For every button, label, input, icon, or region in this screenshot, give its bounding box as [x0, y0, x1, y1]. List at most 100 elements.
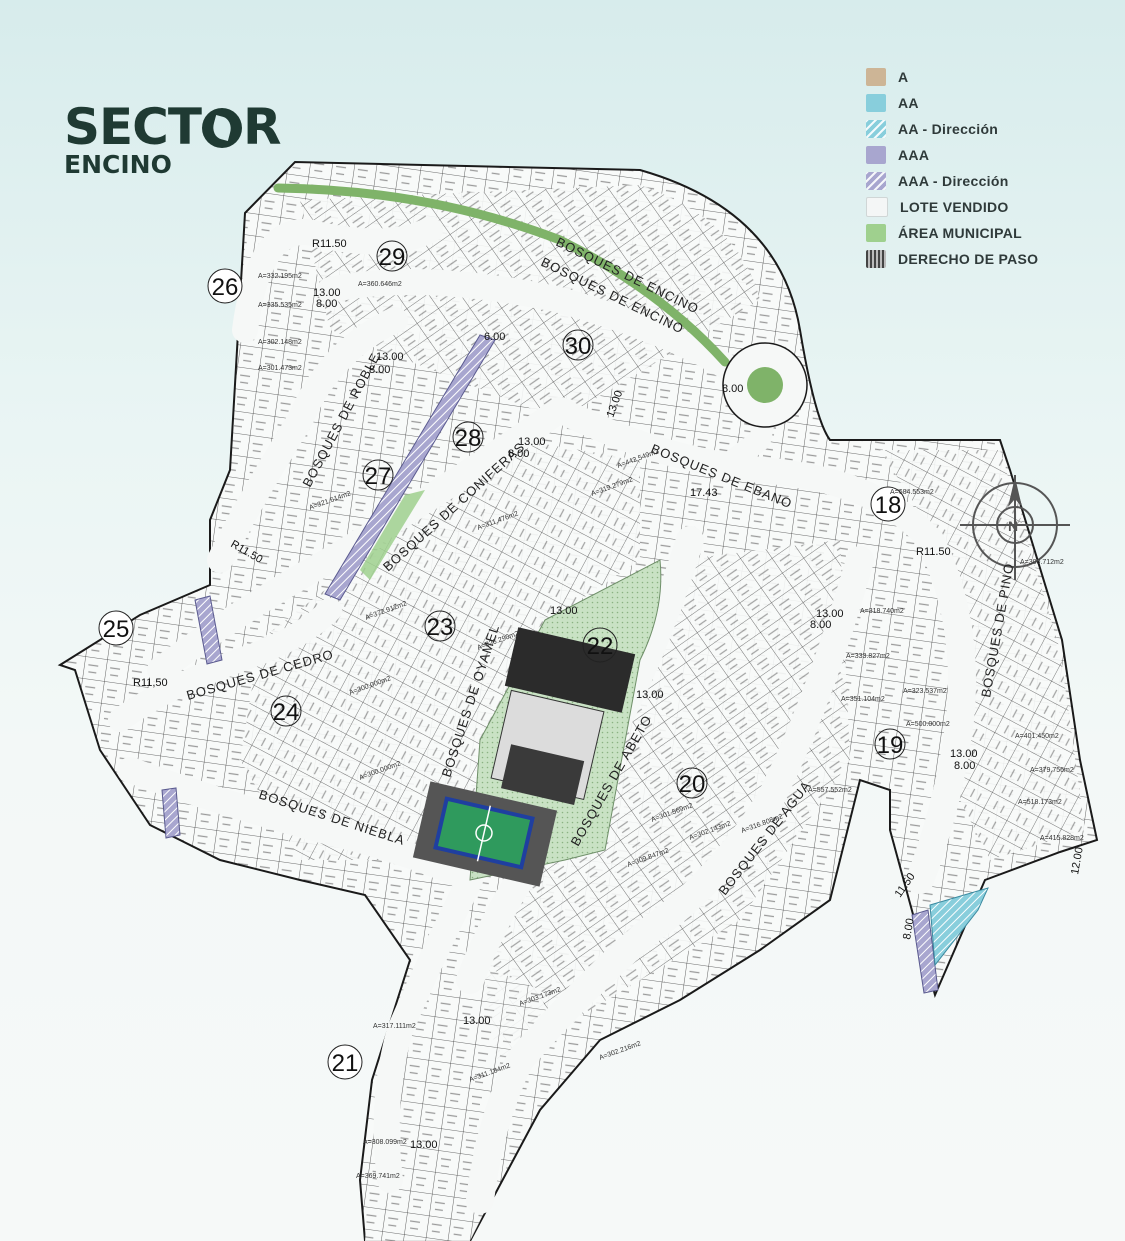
legend-label: AA — [898, 95, 919, 111]
lot-area-label: A=302.148m2 — [258, 339, 302, 346]
legend-item: AAA - Dirección — [866, 168, 1038, 194]
dim: 13.00 — [463, 1015, 491, 1027]
svg-text:24: 24 — [273, 699, 300, 726]
svg-text:26: 26 — [212, 274, 239, 301]
svg-text:21: 21 — [332, 1050, 359, 1077]
north-compass-icon: N — [960, 475, 1070, 580]
dim: 13.00 — [636, 689, 664, 701]
municipal-strip — [273, 183, 730, 367]
lot-area-label: A=518.173m2 — [1018, 799, 1062, 806]
dim: 13.00 — [816, 608, 844, 620]
lot-area-label: A=302.216m2 — [598, 1040, 642, 1062]
dim: 17.43 — [690, 487, 718, 499]
dim: 8.00 — [901, 917, 917, 940]
roads — [108, 217, 976, 1214]
lots-south — [365, 960, 560, 1241]
legend-item: A — [866, 64, 1038, 90]
building-22 — [504, 627, 636, 713]
lot-area-label: A=684.553m2 — [890, 489, 934, 496]
lot-area-label: A=318.740m2 — [860, 608, 904, 615]
svg-text:20: 20 — [679, 771, 706, 798]
svg-text:23: 23 — [427, 614, 454, 641]
block-24: 24 — [270, 695, 302, 727]
svg-text:18: 18 — [875, 492, 902, 519]
aa-strip — [929, 887, 989, 967]
lot-area-label: A=557.552m2 — [808, 787, 852, 794]
lot-area-label: A=317.111m2 — [373, 1023, 416, 1030]
lot-area-label: A=401.450m2 — [1015, 733, 1059, 740]
legend-swatch — [866, 120, 886, 138]
block-27: 27 — [362, 459, 394, 491]
dim: 8.00 — [508, 448, 529, 460]
block-20: 20 — [676, 767, 708, 799]
legend-item: AA — [866, 90, 1038, 116]
lots-east — [880, 450, 1085, 860]
dim: 8.00 — [316, 298, 337, 310]
dim: 8.00 — [369, 364, 390, 376]
legend-label: LOTE VENDIDO — [900, 199, 1009, 215]
block-25: 25 — [98, 610, 134, 646]
legend-label: AAA — [898, 147, 930, 163]
dim: 13.00 — [313, 287, 341, 299]
lot-area-label: A=500.000m2 — [906, 721, 950, 728]
svg-text:19: 19 — [877, 732, 904, 759]
lot-area-label: A=301.473m2 — [258, 365, 302, 372]
block-21: 21 — [327, 1044, 363, 1080]
lot-area-label: A=332.195m2 — [258, 273, 302, 280]
lot-area-label: A=360.646m2 — [358, 281, 402, 288]
legend-label: DERECHO DE PASO — [898, 251, 1039, 267]
svg-text:28: 28 — [455, 425, 482, 452]
lot-area-label: A=415.828m2 — [1040, 835, 1084, 842]
lot-area-label: A=379.756m2 — [1030, 767, 1074, 774]
svg-text:29: 29 — [379, 244, 406, 271]
lot-area-label: A=323.537m2 — [903, 688, 947, 695]
legend-swatch — [866, 172, 886, 190]
svg-text:22: 22 — [587, 633, 614, 660]
lots-southeast — [480, 540, 850, 1080]
lot-area-label: A=333.827m2 — [846, 653, 890, 660]
block-19: 19 — [874, 728, 906, 760]
lots-center — [240, 440, 640, 860]
dim: 6.00 — [484, 331, 505, 343]
legend-swatch — [866, 224, 886, 242]
legend-swatch — [866, 197, 888, 217]
aaa-strip-4 — [911, 909, 939, 994]
aaa-strip-3 — [161, 787, 181, 839]
dim: 13.00 — [550, 605, 578, 617]
title-prefix: SECT — [64, 98, 202, 156]
dim-radius: R11.50 — [312, 238, 347, 250]
legend-item: DERECHO DE PASO — [866, 246, 1038, 272]
lot-area-label: A=308.099m2 — [363, 1139, 407, 1146]
legend-item: LOTE VENDIDO — [866, 194, 1038, 220]
legend-swatch — [866, 94, 886, 112]
block-23: 23 — [424, 610, 456, 642]
legend-item: ÁREA MUNICIPAL — [866, 220, 1038, 246]
svg-text:N: N — [1008, 518, 1018, 534]
lot-area-label: A=335.535m2 — [258, 302, 302, 309]
legend-label: AA - Dirección — [898, 121, 999, 137]
block-18: 18 — [870, 486, 906, 522]
block-26: 26 — [207, 268, 243, 304]
leaf-logo-icon — [201, 108, 242, 148]
green-wedge — [360, 490, 425, 580]
legend-item: AAA — [866, 142, 1038, 168]
dim: 8.00 — [954, 760, 975, 772]
building-22c — [500, 744, 585, 805]
dim: 8.00 — [810, 619, 831, 631]
dim-radius: R11.50 — [916, 546, 951, 558]
block-28: 28 — [452, 421, 484, 453]
dim-radius: R11,50 — [133, 677, 168, 689]
lot-area-label: A=300.712m2 — [1020, 559, 1064, 566]
svg-text:25: 25 — [103, 616, 130, 643]
lot-area-label: A=369.741m2 — [356, 1173, 400, 1180]
block-29: 29 — [376, 240, 408, 272]
legend-swatch — [866, 250, 886, 268]
legend-label: AAA - Dirección — [898, 173, 1009, 189]
dim: 12.00 — [1069, 846, 1086, 875]
title-suffix: R — [242, 98, 282, 156]
legend-label: ÁREA MUNICIPAL — [898, 225, 1022, 241]
